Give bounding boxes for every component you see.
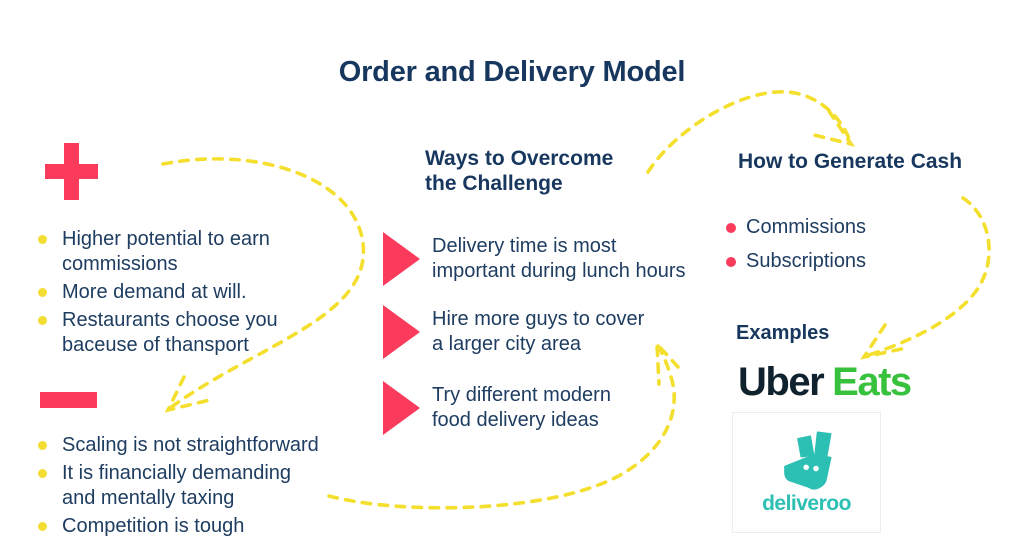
pros-item-text: More demand at will. [62,281,247,303]
uber-wordmark: Uber [738,360,825,404]
dashed-arrow-to-examples-arrowhead-icon [860,323,908,360]
triangle-bullet-icon [383,232,420,286]
cash-list: Commissions Subscriptions [726,215,976,283]
cash-heading: How to Generate Cash [738,150,963,173]
pros-item-text: Higher potential to earn commissions [62,228,270,275]
plus-icon [45,143,98,200]
list-item: It is financially demanding and mentally… [36,461,356,511]
overcome-item-text: Hire more guys to cover a larger city ar… [432,308,645,355]
cash-item-text: Subscriptions [746,250,867,272]
list-item: Subscriptions [726,249,976,274]
eats-wordmark: Eats [832,360,912,404]
list-item: Scaling is not straightforward [36,433,356,458]
list-item: Higher potential to earn commissions [36,227,346,277]
dashed-arrow-bottom-arrowhead-icon [654,339,680,386]
dashed-curve-left-arrowhead-icon [164,375,216,413]
overcome-item: Delivery time is most important during l… [383,232,685,286]
page-title: Order and Delivery Model [338,56,686,88]
list-item: Commissions [726,215,976,240]
dashed-arrow-to-cash-arrowhead-icon [812,109,856,147]
overcome-item-text: Delivery time is most important during l… [432,235,686,282]
triangle-bullet-icon [383,381,420,435]
cons-item-text: Scaling is not straightforward [62,434,319,456]
cons-item-text: Competition is tough [62,515,245,537]
list-item: Competition is tough [36,514,356,539]
pros-item-text: Restaurants choose you baceuse of thansp… [62,309,278,356]
minus-icon [40,392,97,408]
deliveroo-roo-icon [775,429,839,491]
deliveroo-logo-card: deliveroo [732,412,881,533]
examples-heading: Examples [736,322,830,344]
triangle-bullet-icon [383,305,420,359]
overcome-item: Try different modern food delivery ideas [383,381,611,435]
pros-list: Higher potential to earn commissions Mor… [36,227,346,361]
list-item: Restaurants choose you baceuse of thansp… [36,308,346,358]
overcome-item-text: Try different modern food delivery ideas [432,384,611,431]
deliveroo-wordmark: deliveroo [762,492,851,515]
cash-item-text: Commissions [746,216,867,238]
overcome-heading: Ways to Overcome the Challenge [425,147,614,195]
cons-item-text: It is financially demanding and mentally… [62,462,292,509]
overcome-item: Hire more guys to cover a larger city ar… [383,305,644,359]
cons-list: Scaling is not straightforward It is fin… [36,433,356,542]
list-item: More demand at will. [36,280,346,305]
